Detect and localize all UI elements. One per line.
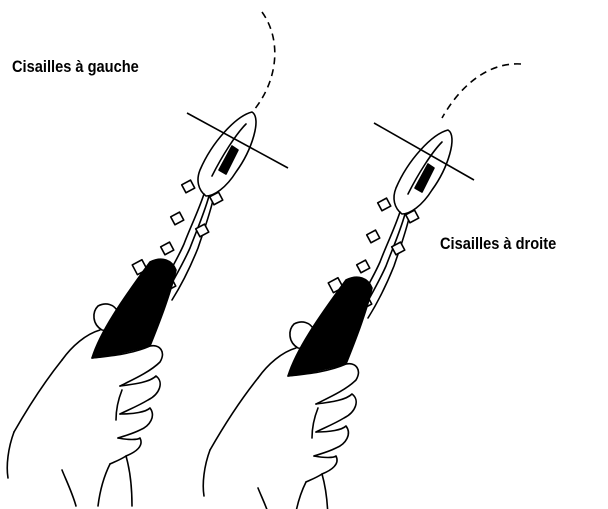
left-cut-line <box>187 113 288 168</box>
right-wire-dashed <box>442 64 521 118</box>
left-wire-dashed <box>254 12 275 110</box>
label-left-shears: Cisailles à gauche <box>12 57 139 77</box>
right-shears-hand <box>203 130 452 509</box>
left-shears-hand <box>7 112 256 506</box>
label-right-shears: Cisailles à droite <box>440 234 556 254</box>
